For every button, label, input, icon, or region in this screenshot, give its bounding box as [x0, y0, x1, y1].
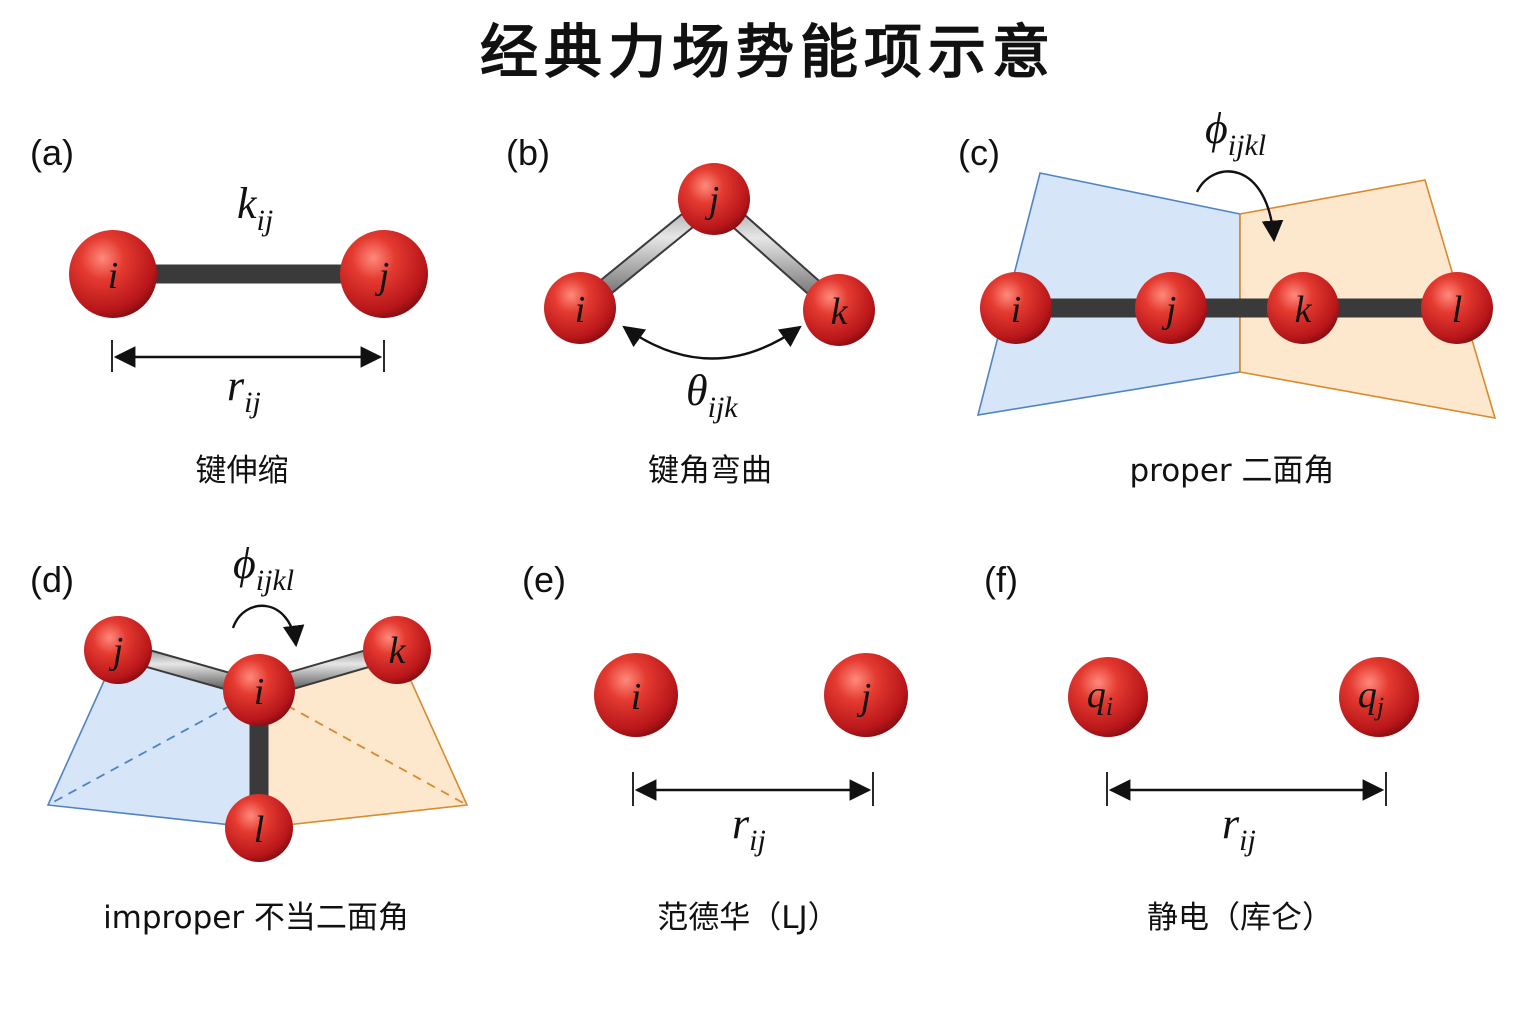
svg-text:k: k	[389, 630, 407, 672]
panel-c-label: (c)	[958, 132, 1000, 173]
atom-i: i	[223, 654, 295, 726]
svg-text:qj: qj	[1358, 674, 1384, 721]
panel-b-angle: θijk	[686, 366, 738, 424]
atom-l: l	[1421, 272, 1493, 344]
panel-d-caption: improper 不当二面角	[103, 900, 409, 936]
angle-arrow	[622, 325, 802, 360]
panel-d-dihedral: ϕijkl	[233, 539, 294, 597]
svg-text:i: i	[631, 676, 642, 718]
atom-i: i	[594, 653, 678, 737]
atom-i: i	[544, 272, 616, 344]
page-title: 经典力场势能项示意	[480, 18, 1056, 86]
svg-text:l: l	[1452, 289, 1463, 331]
atom-j: j	[678, 163, 750, 235]
svg-text:i: i	[1011, 289, 1022, 331]
atom-i: i	[980, 272, 1052, 344]
atom-i: i	[69, 230, 157, 318]
panel-a-label: (a)	[30, 132, 74, 173]
panel-e-caption: 范德华（LJ）	[657, 900, 838, 936]
atom-k: k	[1267, 272, 1339, 344]
svg-text:i: i	[254, 671, 265, 713]
atom-j: j	[340, 230, 428, 318]
panel-c-dihedral: ϕijkl	[1205, 104, 1266, 162]
panel-d-label: (d)	[30, 559, 74, 600]
panel-e: (e) i j rij 范德华（LJ）	[522, 559, 908, 936]
panel-b-caption: 键角弯曲	[648, 453, 772, 489]
svg-text:k: k	[1295, 289, 1313, 331]
panel-c: (c) ϕijkl i j k l proper 二面角	[958, 104, 1497, 489]
panel-a-distance: rij	[227, 361, 261, 419]
panel-d: (d) ϕijkl j i k l improper 不当二面角	[30, 539, 469, 936]
svg-text:k: k	[831, 291, 849, 333]
panel-f-caption: 静电（库仑）	[1147, 900, 1333, 936]
svg-text:i: i	[575, 289, 586, 331]
atom-j: j	[824, 653, 908, 737]
panel-f-label: (f)	[984, 559, 1018, 600]
panel-a: (a) kij i j rij 键伸缩	[30, 132, 428, 489]
atom-qi: qi	[1068, 657, 1148, 737]
atom-k: k	[363, 616, 431, 684]
panel-b-label: (b)	[506, 132, 550, 173]
atom-j: j	[84, 616, 152, 684]
panel-e-distance: rij	[732, 799, 766, 857]
panel-b: (b) j i k θijk 键角弯曲	[506, 132, 875, 489]
atom-j: j	[1135, 272, 1207, 344]
atom-qj: qj	[1339, 657, 1419, 737]
panel-a-caption: 键伸缩	[196, 453, 289, 489]
atom-k: k	[803, 274, 875, 346]
panel-f-distance: rij	[1222, 799, 1256, 857]
panel-a-force-constant: kij	[237, 179, 273, 237]
dihedral-arrow	[1195, 170, 1284, 243]
svg-text:qi: qi	[1087, 674, 1113, 721]
panel-f: (f) qi qj rij 静电（库仑）	[984, 559, 1419, 936]
panel-e-label: (e)	[522, 559, 566, 600]
improper-arrow	[231, 604, 305, 648]
panel-c-caption: proper 二面角	[1129, 453, 1334, 489]
svg-text:i: i	[108, 255, 119, 297]
svg-text:l: l	[254, 809, 265, 851]
atom-l: l	[225, 794, 293, 862]
